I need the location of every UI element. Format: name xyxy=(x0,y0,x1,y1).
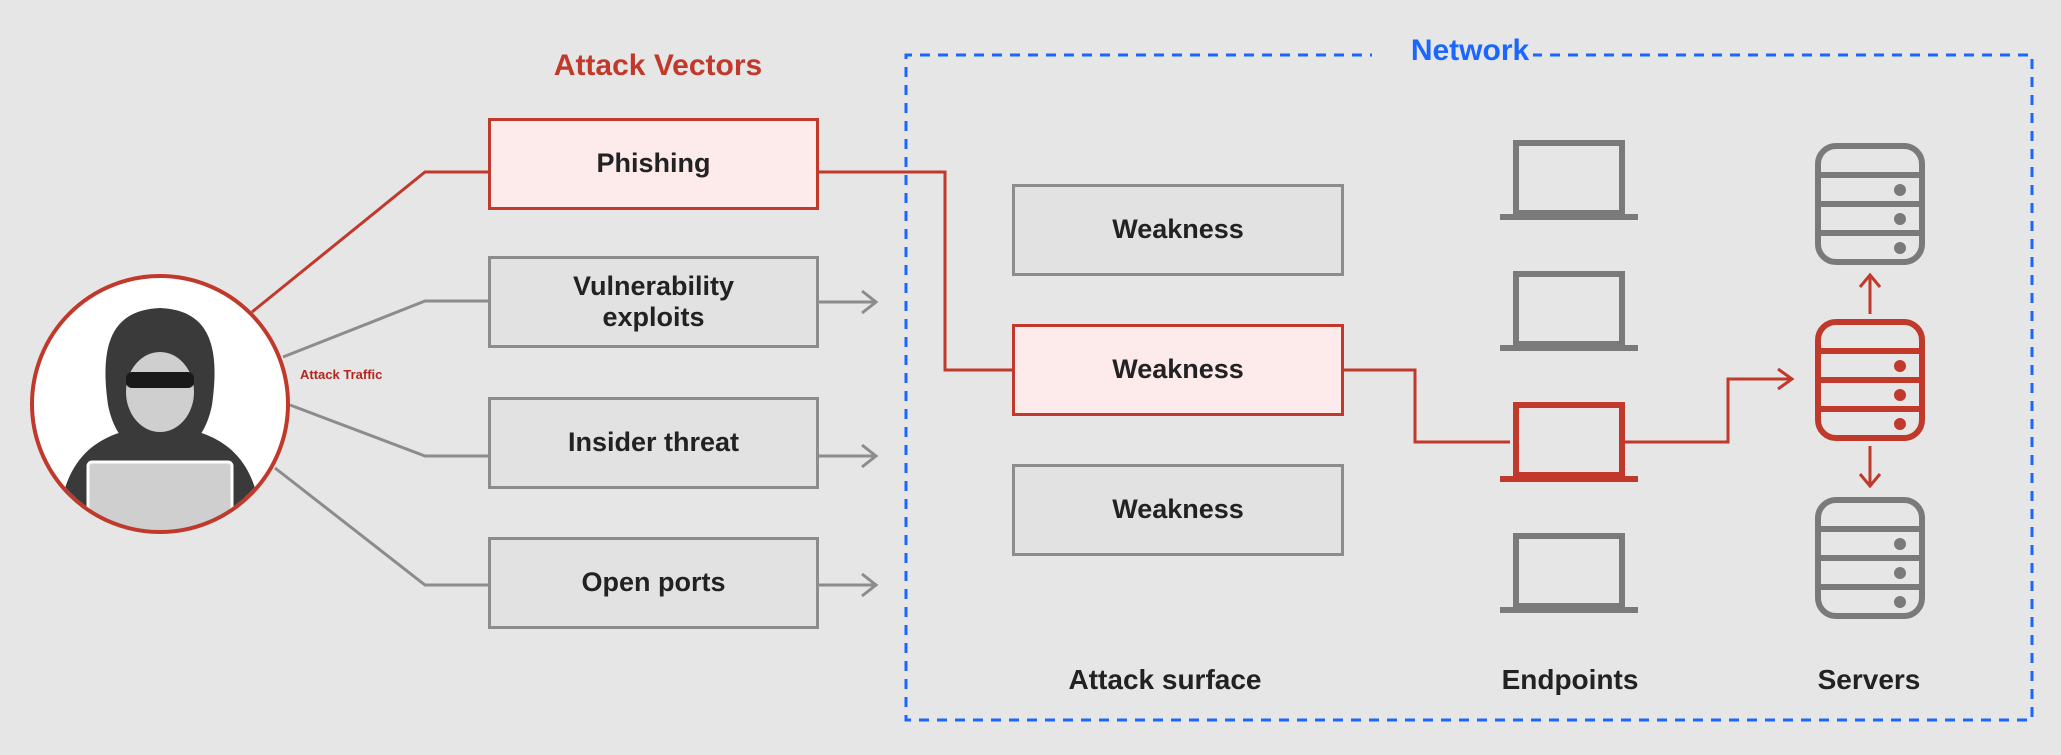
laptop-icon xyxy=(1500,271,1638,351)
attack-path xyxy=(818,170,1882,489)
attacker-connectors xyxy=(251,170,489,587)
arrow-right-icon xyxy=(818,443,879,469)
network-title: Network xyxy=(1410,34,1530,67)
connector-vulnerability xyxy=(282,299,489,359)
attack-traffic-label: Attack Traffic xyxy=(300,367,383,382)
vector-box-open-ports: Open ports xyxy=(488,537,819,629)
endpoints xyxy=(1500,140,1638,613)
laptop-icon-compromised xyxy=(1500,402,1638,482)
hooded-hacker-icon xyxy=(30,274,290,534)
connector-phishing xyxy=(251,170,489,314)
servers-label: Servers xyxy=(1817,664,1921,695)
servers xyxy=(1815,143,1925,619)
arrow-right-icon xyxy=(818,572,879,598)
database-server-icon-compromised xyxy=(1815,319,1925,441)
laptop-icon xyxy=(1500,140,1638,220)
database-server-icon xyxy=(1815,143,1925,265)
vector-box-vulnerability-exploits: Vulnerability exploits xyxy=(488,256,819,348)
vector-box-phishing: Phishing xyxy=(488,118,819,210)
laptop-icon xyxy=(1500,533,1638,613)
connector-open-ports xyxy=(274,466,489,587)
connector-insider xyxy=(289,403,489,458)
endpoints-label: Endpoints xyxy=(1501,664,1639,695)
weakness-box: Weakness xyxy=(1012,464,1344,556)
vector-arrows xyxy=(818,289,879,598)
vector-box-insider-threat: Insider threat xyxy=(488,397,819,489)
attack-vectors-title: Attack Vectors xyxy=(553,49,763,82)
weakness-box-exploited: Weakness xyxy=(1012,324,1344,416)
database-server-icon xyxy=(1815,497,1925,619)
network-boundary xyxy=(904,51,2034,722)
arrow-right-icon xyxy=(818,289,879,315)
attack-surface-label: Attack surface xyxy=(1068,664,1262,695)
weakness-box: Weakness xyxy=(1012,184,1344,276)
